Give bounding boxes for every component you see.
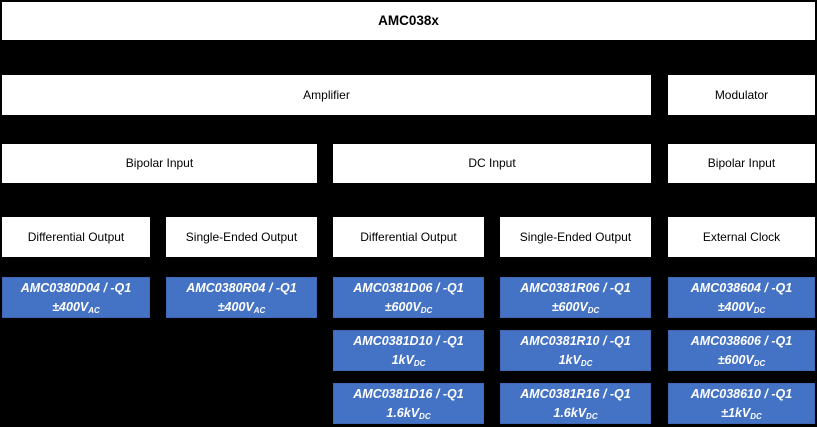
part-voltage-rating: 1.6kVDC (553, 404, 597, 422)
part-voltage-rating: ±600VDC (552, 298, 600, 316)
voltage-value: 1kV (558, 352, 581, 367)
part-voltage-rating: 1.6kVDC (386, 404, 430, 422)
voltage-value: ±1kV (721, 405, 751, 420)
input-box-dc: DC Input (333, 144, 651, 183)
part-voltage-rating: 1kVDC (559, 351, 593, 369)
input-label: DC Input (468, 156, 516, 171)
voltage-subscript: DC (580, 358, 593, 368)
family-title: AMC038x (378, 12, 439, 28)
voltage-subscript: DC (420, 305, 433, 315)
voltage-subscript: DC (750, 411, 762, 421)
voltage-value: ±600V (384, 299, 421, 314)
part-voltage-rating: 1kVDC (392, 351, 426, 369)
voltage-value: ±400V (52, 299, 89, 314)
input-label: Bipolar Input (707, 156, 776, 171)
input-label: Bipolar Input (125, 156, 194, 171)
part-number: AMC0381R10 / -Q1 (520, 334, 631, 349)
input-box-bipolar-right: Bipolar Input (668, 144, 815, 183)
part-number: AMC0380R04 / -Q1 (186, 281, 297, 296)
part-voltage-rating: ±400VAC (218, 298, 266, 316)
voltage-subscript: DC (413, 358, 426, 368)
category-label: Modulator (714, 87, 769, 102)
part-box-amc0380r04: AMC0380R04 / -Q1 ±400VAC (166, 277, 317, 318)
voltage-value: 1.6kV (386, 405, 420, 420)
part-number: AMC0380D04 / -Q1 (20, 281, 132, 296)
voltage-value: ±400V (217, 299, 254, 314)
voltage-subscript: DC (753, 305, 766, 315)
part-box-amc0381r06: AMC0381R06 / -Q1 ±600VDC (500, 277, 651, 318)
part-box-amc0381r10: AMC0381R10 / -Q1 1kVDC (500, 330, 651, 371)
output-label: External Clock (702, 229, 781, 244)
voltage-subscript: DC (586, 411, 598, 421)
output-box-single-ended-left: Single-Ended Output (166, 217, 317, 257)
part-box-amc0381r16: AMC0381R16 / -Q1 1.6kVDC (500, 383, 651, 424)
output-box-differential-mid: Differential Output (333, 217, 484, 257)
voltage-value: ±600V (551, 299, 588, 314)
part-box-amc0381d16: AMC0381D16 / -Q1 1.6kVDC (333, 383, 484, 424)
category-box-modulator: Modulator (668, 75, 815, 115)
voltage-subscript: AC (88, 305, 100, 315)
part-box-amc038610: AMC038610 / -Q1 ±1kVDC (668, 383, 815, 424)
output-label: Differential Output (360, 229, 457, 244)
part-number: AMC0381D16 / -Q1 (353, 387, 464, 402)
part-voltage-rating: ±600VDC (385, 298, 433, 316)
part-number: AMC038610 / -Q1 (690, 387, 793, 402)
output-box-differential-left: Differential Output (2, 217, 150, 257)
part-number: AMC038604 / -Q1 (690, 281, 793, 296)
voltage-value: ±400V (717, 299, 754, 314)
part-voltage-rating: ±600VDC (718, 351, 766, 369)
part-number: AMC0381R16 / -Q1 (520, 387, 631, 402)
input-box-bipolar-left: Bipolar Input (2, 144, 317, 183)
output-label: Differential Output (27, 229, 125, 244)
voltage-subscript: AC (253, 305, 266, 315)
output-label: Single-Ended Output (519, 229, 632, 244)
part-box-amc0381d06: AMC0381D06 / -Q1 ±600VDC (333, 277, 484, 318)
voltage-value: 1kV (391, 352, 414, 367)
family-title-box: AMC038x (2, 2, 815, 40)
voltage-subscript: DC (587, 305, 600, 315)
category-box-amplifier: Amplifier (2, 75, 651, 115)
voltage-subscript: DC (753, 358, 766, 368)
voltage-value: 1.6kV (553, 405, 587, 420)
part-box-amc038606: AMC038606 / -Q1 ±600VDC (668, 330, 815, 371)
output-label: Single-Ended Output (185, 229, 298, 244)
category-label: Amplifier (303, 87, 350, 102)
part-voltage-rating: ±1kVDC (721, 404, 762, 422)
part-voltage-rating: ±400VDC (718, 298, 766, 316)
part-number: AMC0381D10 / -Q1 (353, 334, 464, 349)
part-number: AMC0381D06 / -Q1 (353, 281, 464, 296)
output-box-single-ended-mid: Single-Ended Output (500, 217, 651, 257)
part-number: AMC0381R06 / -Q1 (520, 281, 631, 296)
part-box-amc0380d04: AMC0380D04 / -Q1 ±400VAC (2, 277, 150, 318)
part-box-amc0381d10: AMC0381D10 / -Q1 1kVDC (333, 330, 484, 371)
voltage-value: ±600V (717, 352, 754, 367)
voltage-subscript: DC (419, 411, 431, 421)
part-box-amc038604: AMC038604 / -Q1 ±400VDC (668, 277, 815, 318)
part-voltage-rating: ±400VAC (52, 298, 100, 316)
part-number: AMC038606 / -Q1 (690, 334, 793, 349)
output-box-external-clock: External Clock (668, 217, 815, 257)
